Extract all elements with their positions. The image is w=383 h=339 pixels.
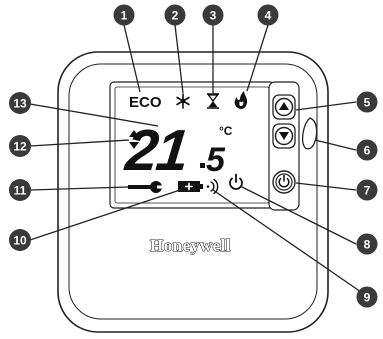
svg-text:11: 11	[14, 184, 27, 198]
temperature-main: 21	[122, 118, 190, 183]
unit-label: °C	[219, 124, 233, 138]
snowflake-icon	[176, 93, 190, 109]
callout-7: 7	[356, 179, 378, 201]
down-arrow-icon	[279, 132, 289, 140]
callout-2: 2	[164, 4, 186, 26]
svg-text:12: 12	[13, 140, 27, 154]
callout-11: 11	[9, 179, 31, 201]
callout-10: 10	[9, 229, 31, 251]
power-icon	[278, 177, 290, 188]
svg-text:4: 4	[265, 9, 272, 23]
up-down-arrows-icon	[129, 130, 139, 149]
side-slot[interactable]	[302, 117, 318, 150]
callout-4: 4	[257, 4, 279, 26]
callout-6: 6	[356, 139, 378, 161]
svg-text:13: 13	[13, 97, 27, 111]
standby-icon	[229, 173, 243, 190]
signal-icon	[206, 178, 219, 195]
power-button[interactable]	[272, 170, 296, 194]
leader-lines	[29, 24, 362, 293]
callout-3: 3	[202, 4, 224, 26]
svg-text:5: 5	[364, 96, 371, 110]
temperature-display: 21 5 °C	[122, 118, 233, 183]
brand-logo: Honeywell	[150, 236, 231, 255]
callout-5: 5	[356, 91, 378, 113]
callout-8: 8	[356, 233, 378, 255]
svg-text:8: 8	[364, 238, 371, 252]
svg-text:6: 6	[364, 144, 371, 158]
hourglass-icon	[207, 93, 219, 109]
wrench-icon	[128, 181, 163, 193]
svg-text:10: 10	[13, 234, 27, 248]
svg-text:1: 1	[121, 9, 128, 23]
callout-9: 9	[356, 286, 378, 308]
callout-12: 12	[9, 135, 31, 157]
svg-text:3: 3	[210, 9, 217, 23]
svg-text:7: 7	[364, 184, 371, 198]
decimal-point	[200, 163, 205, 168]
svg-text:2: 2	[172, 9, 179, 23]
thermostat-face	[68, 63, 318, 320]
up-button[interactable]	[272, 94, 296, 120]
flame-icon	[234, 91, 248, 109]
svg-text:9: 9	[364, 291, 371, 305]
battery-icon	[178, 181, 203, 192]
eco-label: ECO	[129, 94, 162, 111]
up-arrow-icon	[279, 102, 289, 110]
callout-13: 13	[9, 92, 31, 114]
temperature-decimal: 5	[206, 141, 226, 179]
down-button[interactable]	[272, 123, 296, 149]
callout-1: 1	[113, 4, 135, 26]
